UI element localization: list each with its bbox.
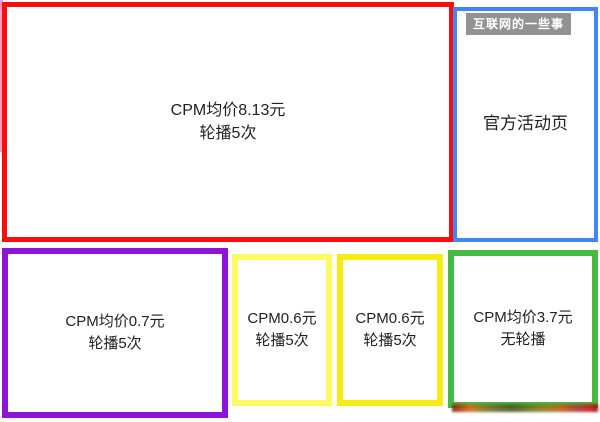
green-ad-slot-line-1: CPM均价3.7元 — [473, 309, 573, 327]
yellow-ad-slot-1-line-2: 轮播5次 — [255, 332, 309, 349]
yellow-ad-slot-2[interactable]: CPM0.6元 轮播5次 — [337, 254, 443, 406]
purple-ad-slot-line-1: CPM均价0.7元 — [65, 313, 165, 331]
hero-ad-slot-line-2: 轮播5次 — [199, 125, 257, 142]
hero-ad-slot-line-1: CPM均价8.13元 — [170, 101, 286, 119]
green-ad-slot[interactable]: CPM均价3.7元 无轮播 — [448, 250, 598, 408]
pink-divider — [0, 0, 3, 152]
official-activity-page-slot-line-1: 官方活动页 — [483, 114, 568, 134]
yellow-ad-slot-1-line-1: CPM0.6元 — [247, 310, 317, 328]
official-activity-page-slot[interactable]: 官方活动页 — [453, 7, 598, 242]
hero-ad-slot[interactable]: CPM均价8.13元 轮播5次 — [2, 2, 454, 242]
yellow-ad-slot-2-line-2: 轮播5次 — [363, 332, 417, 349]
purple-ad-slot-line-2: 轮播5次 — [88, 335, 142, 352]
purple-ad-slot[interactable]: CPM均价0.7元 轮播5次 — [2, 248, 228, 418]
bottom-image-strip — [452, 404, 598, 412]
green-ad-slot-line-2: 无轮播 — [500, 331, 546, 348]
watermark-label: 互联网的一些事 — [466, 13, 572, 35]
yellow-ad-slot-1[interactable]: CPM0.6元 轮播5次 — [232, 254, 332, 406]
yellow-ad-slot-2-line-1: CPM0.6元 — [355, 310, 425, 328]
